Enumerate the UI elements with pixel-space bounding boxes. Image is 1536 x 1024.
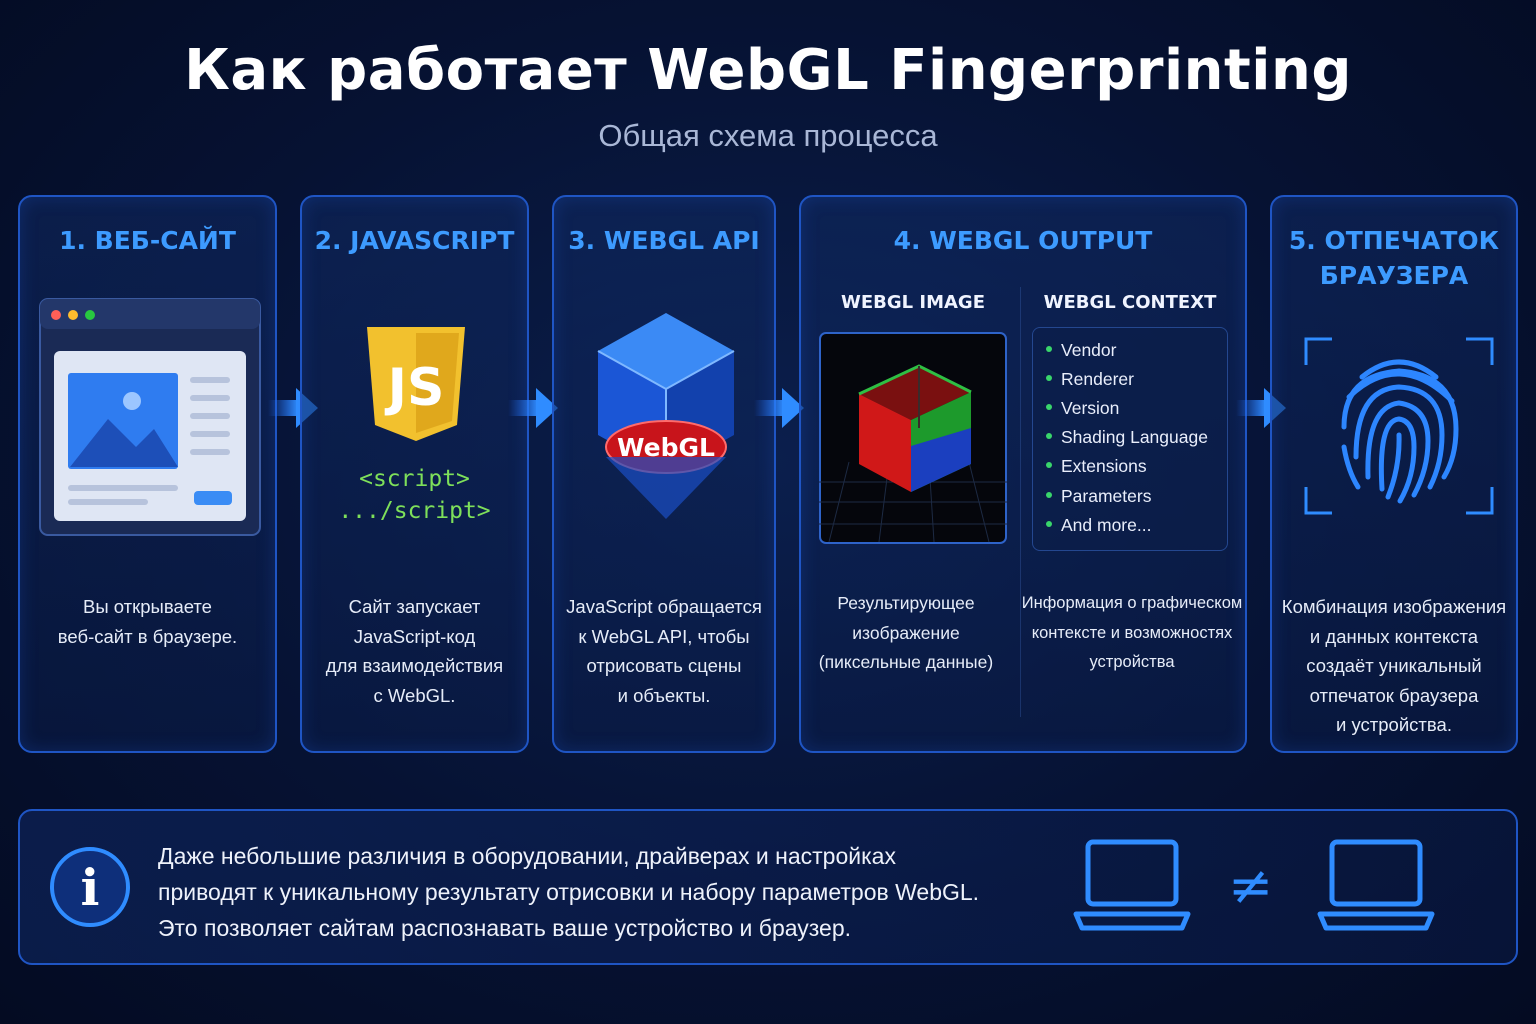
info-panel [18,809,1518,965]
webgl-cube-icon: WebGL [597,313,735,519]
arrow-right-icon [508,388,558,428]
svg-text:i: i [81,858,100,917]
webgl-context-list [1032,327,1228,551]
context-item: Shading Language [1046,427,1208,448]
laptop-icon [1317,839,1435,931]
context-item: Renderer [1046,369,1134,390]
code-snippet: <script>.../script> [338,466,491,524]
fingerprint-icon [1304,337,1494,515]
step-title: 1. ВЕБ-САЙТ [59,226,236,255]
step-card-webgl-api: 3. WEBGL API WebGL JavaScript обращается… [552,195,776,753]
laptop-icon [1073,839,1191,931]
webgl-image-title: WEBGL IMAGE [841,292,985,313]
page-title: Как работает WebGL Fingerprinting [184,38,1352,103]
step-title: 3. WEBGL API [568,226,760,255]
svg-text:JS: JS [385,358,445,418]
step-title: 4. WEBGL OUTPUT [893,226,1153,255]
info-icon: i [50,847,130,927]
arrow-right-icon [754,388,804,428]
webgl-context-title: WEBGL CONTEXT [1043,292,1217,313]
context-item: Version [1046,398,1119,419]
javascript-logo-icon: JS [367,327,465,441]
browser-window-icon [39,298,261,536]
page-subtitle: Общая схема процесса [598,118,938,153]
context-item: And more... [1046,515,1151,536]
context-item: Vendor [1046,340,1116,361]
info-text: Даже небольшие различия в оборудовании, … [158,843,980,941]
step-title: 2. JAVASCRIPT [314,226,515,255]
context-item: Extensions [1046,456,1147,477]
rendered-cube-image [819,332,1007,544]
step-card-javascript: 2. JAVASCRIPT JS <script>.../script> Сай… [300,195,529,753]
context-item: Parameters [1046,486,1151,507]
not-equal-symbol: ≠ [1228,854,1274,917]
